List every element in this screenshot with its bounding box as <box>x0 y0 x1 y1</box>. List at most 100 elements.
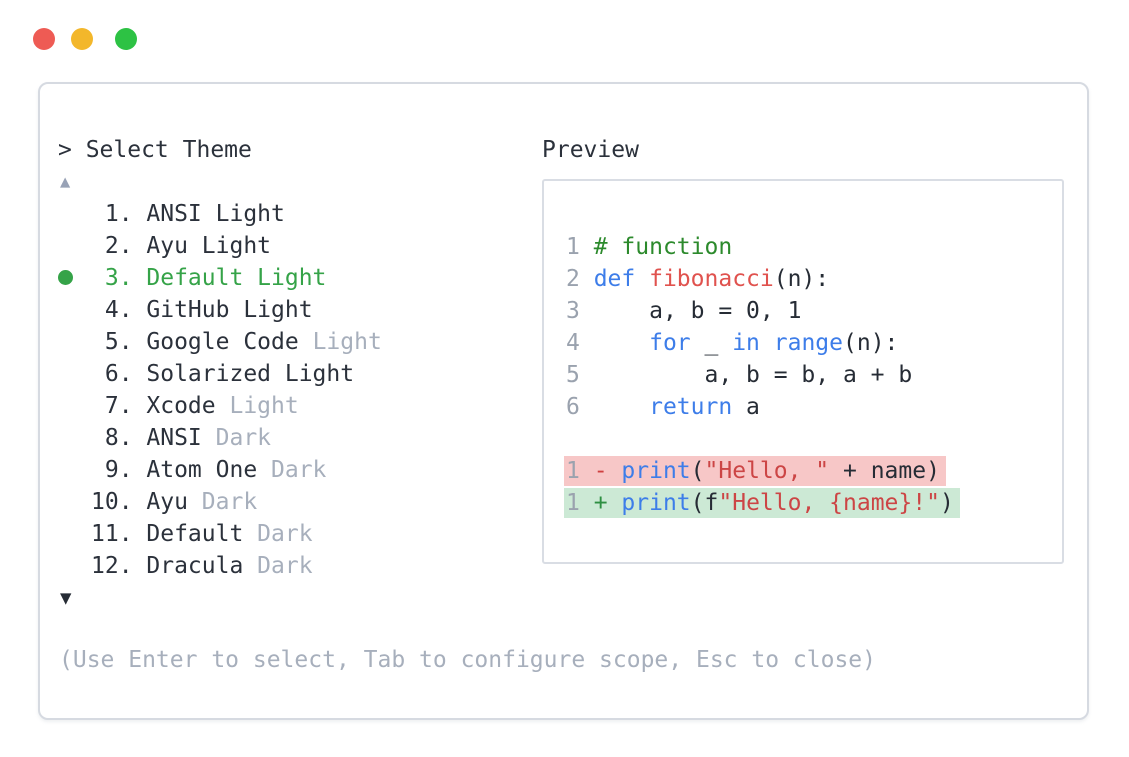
code-token: in <box>732 330 760 356</box>
code-token: (n): <box>843 330 899 356</box>
code-token <box>760 330 774 356</box>
theme-option-name: Xcode <box>146 393 216 419</box>
code-line: 4 for _ in range(n): <box>566 327 960 359</box>
theme-option-variant: Dark <box>257 457 327 483</box>
code-token <box>608 458 622 484</box>
theme-option-name: Ayu Light <box>146 233 272 259</box>
picker-prompt: > Select Theme <box>58 137 252 163</box>
code-token: "Hello, " <box>704 458 830 484</box>
code-token: ( <box>690 458 705 484</box>
code-token: (f <box>690 490 719 516</box>
code-token: "Hello, {name}!" <box>718 490 940 516</box>
line-number: 6 <box>566 394 594 420</box>
code-token: a <box>732 394 760 420</box>
theme-option-10[interactable]: 10. Ayu Dark <box>91 486 257 518</box>
code-token: (n): <box>773 266 830 292</box>
scroll-up-icon[interactable]: ▲ <box>60 172 71 192</box>
code-line <box>566 423 960 455</box>
theme-option-variant: Dark <box>243 553 313 579</box>
theme-option-number: 1. <box>91 201 147 227</box>
line-number: 1 <box>566 458 594 484</box>
code-token: range <box>773 330 843 356</box>
theme-option-7[interactable]: 7. Xcode Light <box>91 390 299 422</box>
code-token: _ <box>690 330 733 356</box>
code-token <box>635 266 649 292</box>
line-number: 1 <box>566 234 594 260</box>
code-line: 1 + print(f"Hello, {name}!") <box>564 487 960 519</box>
line-number: 1 <box>566 490 594 516</box>
code-line: 5 a, b = b, a + b <box>566 359 960 391</box>
theme-option-name: Solarized Light <box>146 361 355 387</box>
theme-option-name: Ayu <box>146 489 188 515</box>
theme-option-5[interactable]: 5. Google Code Light <box>91 326 382 358</box>
code-token: print <box>621 490 691 516</box>
theme-option-name: Dracula <box>146 553 244 579</box>
theme-option-12[interactable]: 12. Dracula Dark <box>91 550 313 582</box>
theme-option-name: Default Light <box>146 265 327 291</box>
code-token: for <box>649 330 691 356</box>
theme-option-3[interactable]: 3. Default Light <box>58 262 327 294</box>
selected-dot-icon <box>58 270 73 285</box>
code-token: + name) <box>829 458 940 484</box>
theme-picker-window: > Select Theme ▲ 1. ANSI Light 2. Ayu Li… <box>38 82 1089 720</box>
theme-option-6[interactable]: 6. Solarized Light <box>91 358 354 390</box>
theme-option-4[interactable]: 4. GitHub Light <box>91 294 313 326</box>
diff-removed-line: 1 - print("Hello, " + name) <box>564 456 946 486</box>
theme-option-variant: Dark <box>187 489 258 515</box>
theme-option-name: ANSI Light <box>146 201 285 227</box>
code-token: a, b = 0, 1 <box>593 298 802 324</box>
theme-option-8[interactable]: 8. ANSI Dark <box>91 422 271 454</box>
code-token: + <box>593 490 608 516</box>
line-number: 4 <box>566 330 594 356</box>
code-line: 1 - print("Hello, " + name) <box>564 455 960 487</box>
theme-option-number: 4. <box>91 297 147 323</box>
theme-option-number: 5. <box>91 329 147 355</box>
hint-text: (Use Enter to select, Tab to configure s… <box>59 647 876 673</box>
code-token: print <box>621 458 691 484</box>
line-number: 2 <box>566 266 594 292</box>
theme-option-variant: Dark <box>201 425 272 451</box>
theme-option-11[interactable]: 11. Default Dark <box>91 518 313 550</box>
theme-option-variant: Dark <box>243 521 313 547</box>
code-token: a, b = b, a + b <box>593 362 913 388</box>
code-token: ) <box>939 490 954 516</box>
code-line: 6 return a <box>566 391 960 423</box>
code-token <box>608 490 622 516</box>
theme-option-number: 12. <box>91 553 147 579</box>
minimize-button[interactable] <box>71 28 93 50</box>
theme-option-name: Google Code <box>146 329 299 355</box>
preview-title: Preview <box>542 137 639 163</box>
theme-option-2[interactable]: 2. Ayu Light <box>91 230 271 262</box>
theme-option-number: 2. <box>91 233 147 259</box>
code-line: 2 def fibonacci(n): <box>566 263 960 295</box>
code-token <box>594 394 649 420</box>
theme-option-9[interactable]: 9. Atom One Dark <box>91 454 327 486</box>
code-token: def <box>593 266 636 292</box>
line-number: 5 <box>566 362 594 388</box>
code-token <box>594 330 649 356</box>
code-token: # function <box>593 234 733 260</box>
theme-option-name: Atom One <box>146 457 258 483</box>
code-token: return <box>649 394 733 420</box>
scroll-down-icon[interactable]: ▼ <box>60 587 72 609</box>
close-button[interactable] <box>33 28 55 50</box>
theme-option-number: 10. <box>91 489 147 515</box>
theme-option-name: Default <box>146 521 244 547</box>
theme-option-1[interactable]: 1. ANSI Light <box>91 198 285 230</box>
code-token: fibonacci <box>649 266 774 292</box>
theme-option-variant: Light <box>298 329 382 355</box>
zoom-button[interactable] <box>115 28 137 50</box>
code-line: 3 a, b = 0, 1 <box>566 295 960 327</box>
theme-option-number: 11. <box>91 521 147 547</box>
diff-added-line: 1 + print(f"Hello, {name}!") <box>564 488 960 518</box>
theme-option-number: 3. <box>91 265 147 291</box>
theme-option-number: 6. <box>91 361 147 387</box>
theme-option-variant: Light <box>215 393 299 419</box>
theme-option-number: 7. <box>91 393 147 419</box>
theme-option-number: 9. <box>91 457 147 483</box>
code-token: - <box>593 458 608 484</box>
theme-option-name: GitHub Light <box>146 297 313 323</box>
theme-option-number: 8. <box>91 425 147 451</box>
